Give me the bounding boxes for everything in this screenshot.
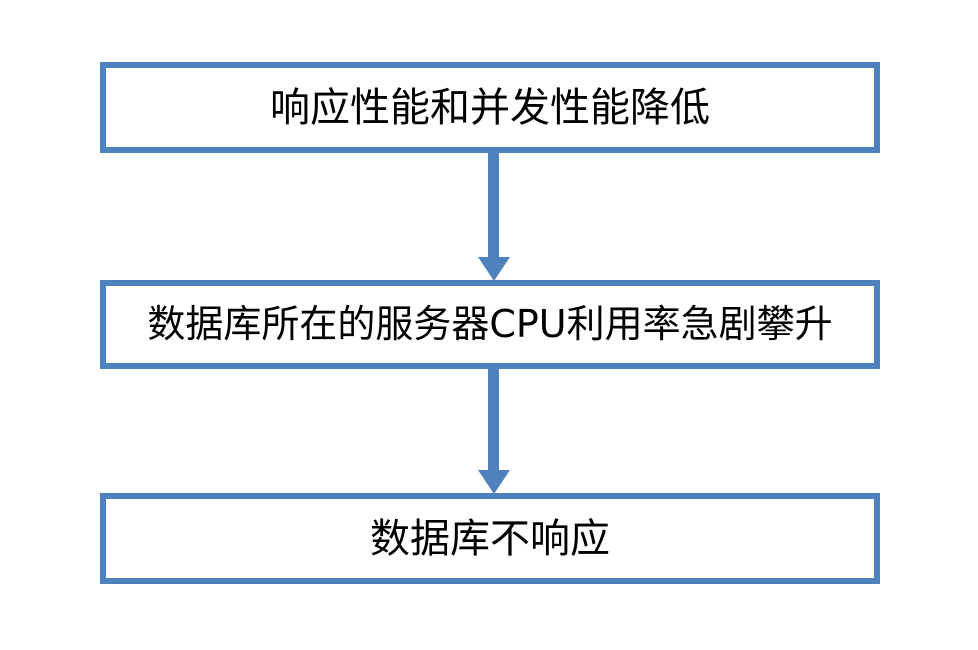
down-arrow-1-head-icon bbox=[478, 257, 510, 281]
down-arrow-1-stem bbox=[488, 152, 499, 258]
flowchart-node-database-unresponsive: 数据库不响应 bbox=[100, 493, 880, 584]
down-arrow-2-head-icon bbox=[478, 470, 510, 494]
flowchart-node-server-cpu-spike: 数据库所在的服务器CPU利用率急剧攀升 bbox=[100, 280, 880, 369]
node-label: 响应性能和并发性能降低 bbox=[270, 84, 710, 131]
node-label: 数据库不响应 bbox=[370, 515, 610, 562]
node-label: 数据库所在的服务器CPU利用率急剧攀升 bbox=[147, 301, 833, 346]
flowchart-node-response-performance-degraded: 响应性能和并发性能降低 bbox=[100, 62, 880, 153]
down-arrow-2-stem bbox=[488, 368, 499, 471]
